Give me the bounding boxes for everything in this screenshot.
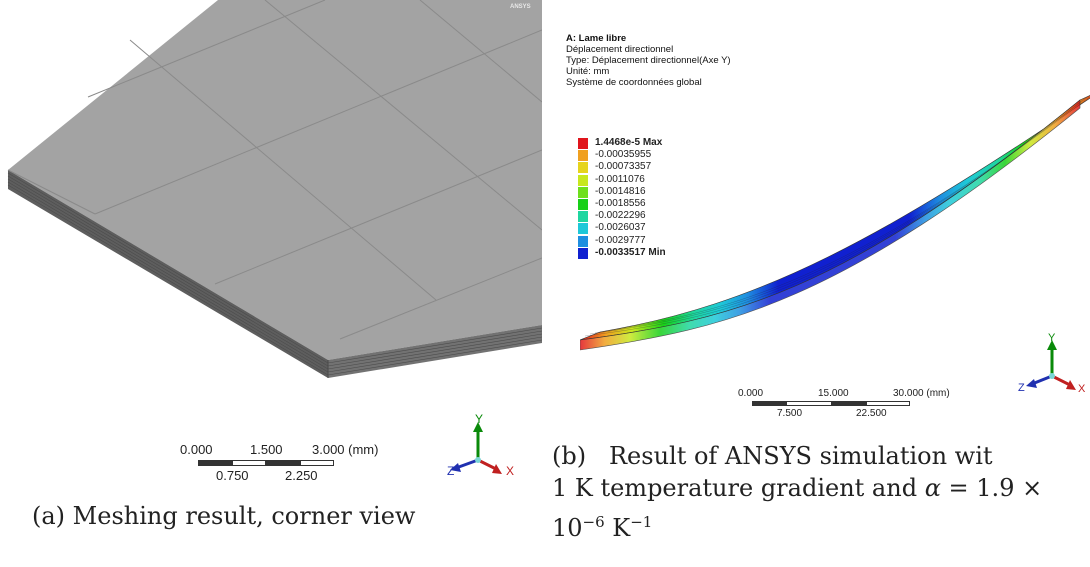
legend-swatch [578, 150, 588, 162]
scale-b-seg-4 [866, 401, 910, 406]
result-info-line-3: Unité: mm [566, 66, 610, 77]
legend-row: -0.0014816 [578, 185, 728, 198]
legend-swatch [578, 235, 588, 247]
plate-layer-lines [7, 172, 542, 376]
legend-swatch [578, 223, 588, 235]
caption-a: (a) Meshing result, corner view [32, 502, 416, 530]
legend-row: -0.00073357 [578, 161, 728, 174]
legend-label: -0.0011076 [595, 173, 645, 185]
legend-label: -0.0022296 [595, 210, 646, 222]
legend-label: -0.00073357 [595, 161, 652, 173]
legend-row: -0.0029777 [578, 234, 728, 247]
legend-label: -0.0014816 [595, 185, 646, 197]
caption-b-line-2-post: = 1.9 × [940, 474, 1043, 502]
legend-swatch [578, 162, 588, 174]
scale-a-seg-4 [300, 460, 334, 466]
caption-b-line-2: 1 K temperature gradient and α = 1.9 × [552, 472, 1090, 504]
caption-b-line-3-exp: −6 [582, 513, 605, 531]
plate-top-face [8, 0, 542, 360]
result-info-line-2: Type: Déplacement directionnel(Axe Y) [566, 55, 731, 66]
caption-b-alpha: α [924, 474, 941, 502]
scale-a-seg-1 [198, 460, 232, 466]
result-info-block: A: Lame libre Déplacement directionnel T… [566, 33, 731, 88]
caption-b-line-1: (b) Result of ANSYS simulation wit [552, 442, 993, 470]
result-info-line-4: Système de coordonnées global [566, 77, 702, 88]
caption-b-line-2-pre: 1 K temperature gradient and [552, 474, 925, 502]
mesh-plate-view [7, 0, 542, 378]
legend-label: -0.00035955 [595, 149, 652, 161]
scale-a-label-0: 0.000 [180, 442, 213, 457]
legend-row: -0.00035955 [578, 149, 728, 162]
scale-a-seg-2 [232, 460, 266, 466]
triad-a-x-label: X [506, 464, 515, 478]
scale-a-seg-3 [266, 460, 300, 466]
legend-row: -0.0022296 [578, 210, 728, 223]
triad-b-z-label: Z [1018, 382, 1025, 394]
ansys-watermark: ANSYS [510, 4, 531, 10]
legend-row: 1.4468e-5 Max [578, 137, 728, 149]
legend-swatch [578, 186, 588, 198]
beam-top-surface [580, 95, 1090, 341]
scale-b-label-3: 7.500 [777, 408, 803, 419]
triad-a-y-label: Y [475, 412, 484, 426]
scale-a-label-4: 2.250 [285, 468, 318, 483]
legend-swatch [578, 199, 588, 210]
triad-a-z-label: Z [447, 464, 455, 478]
caption-b-line-3: 10−6 K−1 [552, 506, 652, 544]
scale-a-label-1: 1.500 [250, 442, 283, 457]
triad-b-y-label: Y [1048, 332, 1056, 344]
legend-swatch [578, 138, 588, 149]
scale-a-label-3: 0.750 [216, 468, 249, 483]
beam-front-edge [580, 99, 1081, 351]
scale-a-label-2: 3.000 (mm) [312, 442, 379, 457]
caption-b-line-3-unit: K [604, 514, 631, 542]
axis-triad-b [1026, 340, 1076, 390]
scale-bar-a: 0.000 1.500 3.000 (mm) 0.750 2.250 [170, 442, 410, 483]
result-info-line-1: Déplacement directionnel [566, 44, 674, 55]
scale-bar-b: 0.000 15.000 30.000 (mm) 7.500 22.500 [738, 388, 998, 422]
legend-row: -0.0011076 [578, 173, 728, 186]
mesh-grid-lines [7, 0, 542, 340]
legend-swatch [578, 174, 588, 186]
scale-b-seg-2 [786, 401, 832, 406]
scale-b-seg-1 [752, 401, 786, 406]
legend-label: 1.4468e-5 Max [595, 137, 663, 148]
caption-b-line-3-base: 10 [552, 514, 583, 542]
scale-b-seg-3 [832, 401, 866, 406]
legend-label: -0.0018556 [595, 198, 646, 209]
legend-swatch [578, 247, 588, 259]
beam-mesh-lines [584, 94, 1090, 337]
triad-b-x-label: X [1078, 383, 1086, 395]
caption-b-line-3-unit-exp: −1 [630, 513, 653, 531]
scale-b-label-2: 30.000 (mm) [893, 388, 950, 399]
legend-row: -0.0018556 [578, 198, 728, 210]
deformed-beam-view [580, 94, 1090, 351]
result-title: A: Lame libre [566, 33, 627, 44]
legend-label: -0.0033517 Min [595, 246, 666, 258]
axis-triad-a [450, 422, 502, 474]
scale-b-label-1: 15.000 [818, 388, 849, 399]
legend-swatch [578, 211, 588, 223]
scale-b-label-4: 22.500 [856, 408, 887, 419]
legend-label: -0.0026037 [595, 222, 646, 234]
legend-label: -0.0029777 [595, 234, 646, 246]
scale-b-label-0: 0.000 [738, 388, 764, 399]
legend-row: -0.0033517 Min [578, 246, 728, 259]
legend-row: -0.0026037 [578, 222, 728, 235]
